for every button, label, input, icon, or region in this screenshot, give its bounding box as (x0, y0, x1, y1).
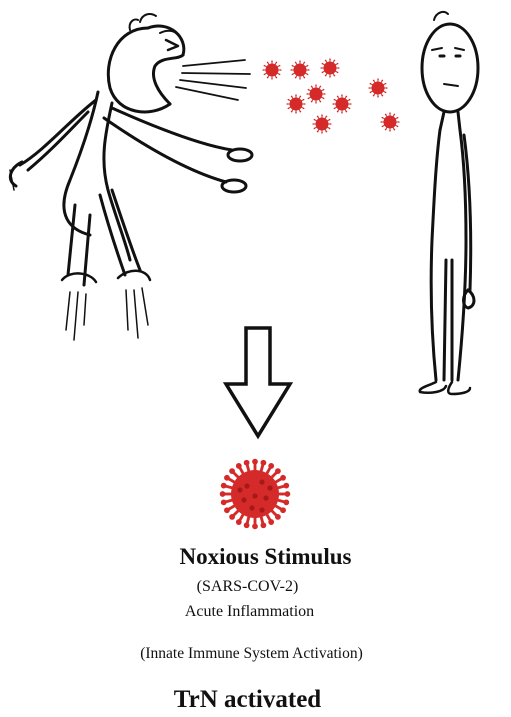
trn-activated-label: TrN activated (0, 686, 503, 714)
coronavirus-icon (220, 459, 291, 530)
virus-texture-dot (267, 485, 272, 490)
virus-particle (320, 58, 339, 77)
virus-texture-dot (252, 493, 257, 498)
virus-particle (332, 94, 351, 113)
virus-texture-dot (259, 507, 264, 512)
virus-particle (312, 114, 331, 133)
virus-texture-dot (259, 479, 264, 484)
virus-particle (306, 84, 325, 103)
virus-texture-dot (241, 497, 246, 502)
virus-texture-dot (263, 495, 268, 500)
virus-particle (380, 112, 399, 131)
down-arrow-icon (226, 328, 290, 436)
noxious-stimulus-title: Noxious Stimulus (10, 544, 511, 570)
standing-person-icon (420, 12, 478, 394)
sneezing-person-icon (10, 14, 252, 340)
virus-particle (262, 60, 281, 79)
innate-immune-label: (Innate Immune System Activation) (0, 645, 507, 663)
virus-droplet-icon (262, 58, 399, 133)
virus-particle (286, 94, 305, 113)
virus-texture-dot (237, 487, 242, 492)
virus-particle (368, 78, 387, 97)
virus-particle (290, 60, 309, 79)
virus-texture-dot (249, 505, 254, 510)
virus-name-label: (SARS-COV-2) (0, 578, 503, 596)
acute-inflammation-label: Acute Inflammation (0, 603, 505, 621)
virus-texture-dot (244, 483, 249, 488)
